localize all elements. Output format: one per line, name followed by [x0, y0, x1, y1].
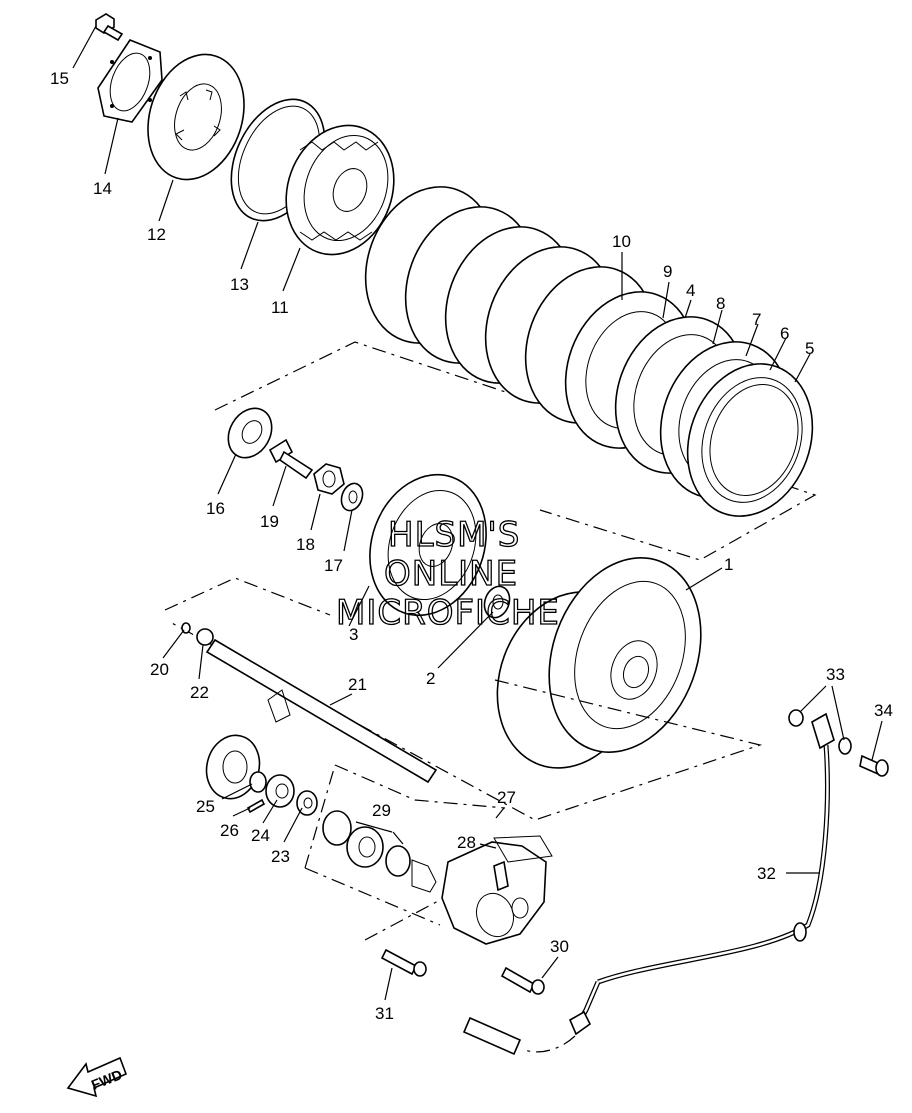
part-28-bleeder-screw	[493, 860, 509, 892]
part-15-bolt	[95, 13, 124, 42]
part-25-oil-seal	[205, 734, 267, 800]
callout-12: 12	[147, 225, 166, 244]
part-1-clutch-housing	[496, 557, 702, 769]
callout-1: 1	[724, 555, 733, 574]
part-18-nut	[313, 463, 345, 495]
callout-20: 20	[150, 660, 169, 679]
callout-10: 10	[612, 232, 631, 251]
slave-cylinder-group-boundary	[304, 764, 506, 941]
part-2-thrust-washer	[483, 585, 511, 619]
part-34-union-bolt	[859, 754, 889, 777]
part-29-piston-kit	[322, 810, 437, 893]
watermark-line-1: HLSM'S	[388, 515, 520, 555]
part-12-pressure-disc	[147, 53, 245, 181]
callout-8: 8	[716, 294, 725, 313]
callout-14: 14	[93, 179, 112, 198]
callout-27: 27	[497, 788, 516, 807]
callout-7: 7	[752, 310, 761, 329]
part-33-copper-washers	[788, 709, 852, 755]
part-30-bolt	[500, 966, 545, 995]
callout-15: 15	[50, 69, 69, 88]
part-17-lock-washer	[340, 482, 364, 512]
part-24-bushing	[265, 774, 295, 808]
part-14-bearing-plate	[97, 39, 163, 123]
callout-22: 22	[190, 683, 209, 702]
callout-21: 21	[348, 675, 367, 694]
callout-30: 30	[550, 937, 569, 956]
callout-labels: 1 2 3 4 5 6 7 8 9 10 11 12 13 14 15 16 1…	[50, 69, 893, 1023]
callout-28: 28	[457, 833, 476, 852]
part-31-bolt	[380, 948, 427, 977]
callout-11: 11	[271, 298, 289, 317]
part-21-push-rod	[205, 638, 438, 784]
part-32-clutch-hose	[462, 744, 830, 1056]
callout-6: 6	[780, 324, 789, 343]
callout-18: 18	[296, 535, 315, 554]
part-27-slave-cylinder	[441, 835, 553, 945]
part-16-bearing	[227, 407, 273, 459]
callout-2: 2	[426, 669, 435, 688]
callout-9: 9	[663, 262, 672, 281]
callout-24: 24	[251, 826, 270, 845]
watermark-line-3: MICROFICHE	[336, 593, 560, 633]
callout-25: 25	[196, 797, 215, 816]
part-26-pin	[246, 798, 266, 814]
part-11-clutch-hub	[285, 124, 395, 256]
callout-19: 19	[260, 512, 279, 531]
callout-5: 5	[805, 339, 814, 358]
leader-lines	[72, 25, 883, 1001]
callout-16: 16	[206, 499, 225, 518]
callout-29: 29	[372, 801, 391, 820]
clutch-plate-stack	[364, 186, 814, 517]
callout-34: 34	[874, 701, 893, 720]
watermark: HLSM'S ONLINE MICROFICHE	[335, 514, 560, 633]
callout-33: 33	[826, 665, 845, 684]
callout-13: 13	[230, 275, 249, 294]
callout-26: 26	[220, 821, 239, 840]
fwd-arrow-icon	[66, 1056, 128, 1098]
part-3-driven-gear	[369, 473, 487, 617]
callout-32: 32	[757, 864, 776, 883]
callout-23: 23	[271, 847, 290, 866]
part-22-ball	[196, 628, 214, 646]
callout-31: 31	[375, 1004, 394, 1023]
fwd-direction-arrow: FWD	[66, 1056, 128, 1098]
callout-3: 3	[349, 625, 358, 644]
callout-17: 17	[324, 556, 343, 575]
upper-group-boundary	[214, 341, 817, 561]
watermark-line-2: ONLINE	[384, 554, 518, 594]
part-19-spacer	[268, 438, 314, 480]
callout-4: 4	[686, 281, 695, 300]
